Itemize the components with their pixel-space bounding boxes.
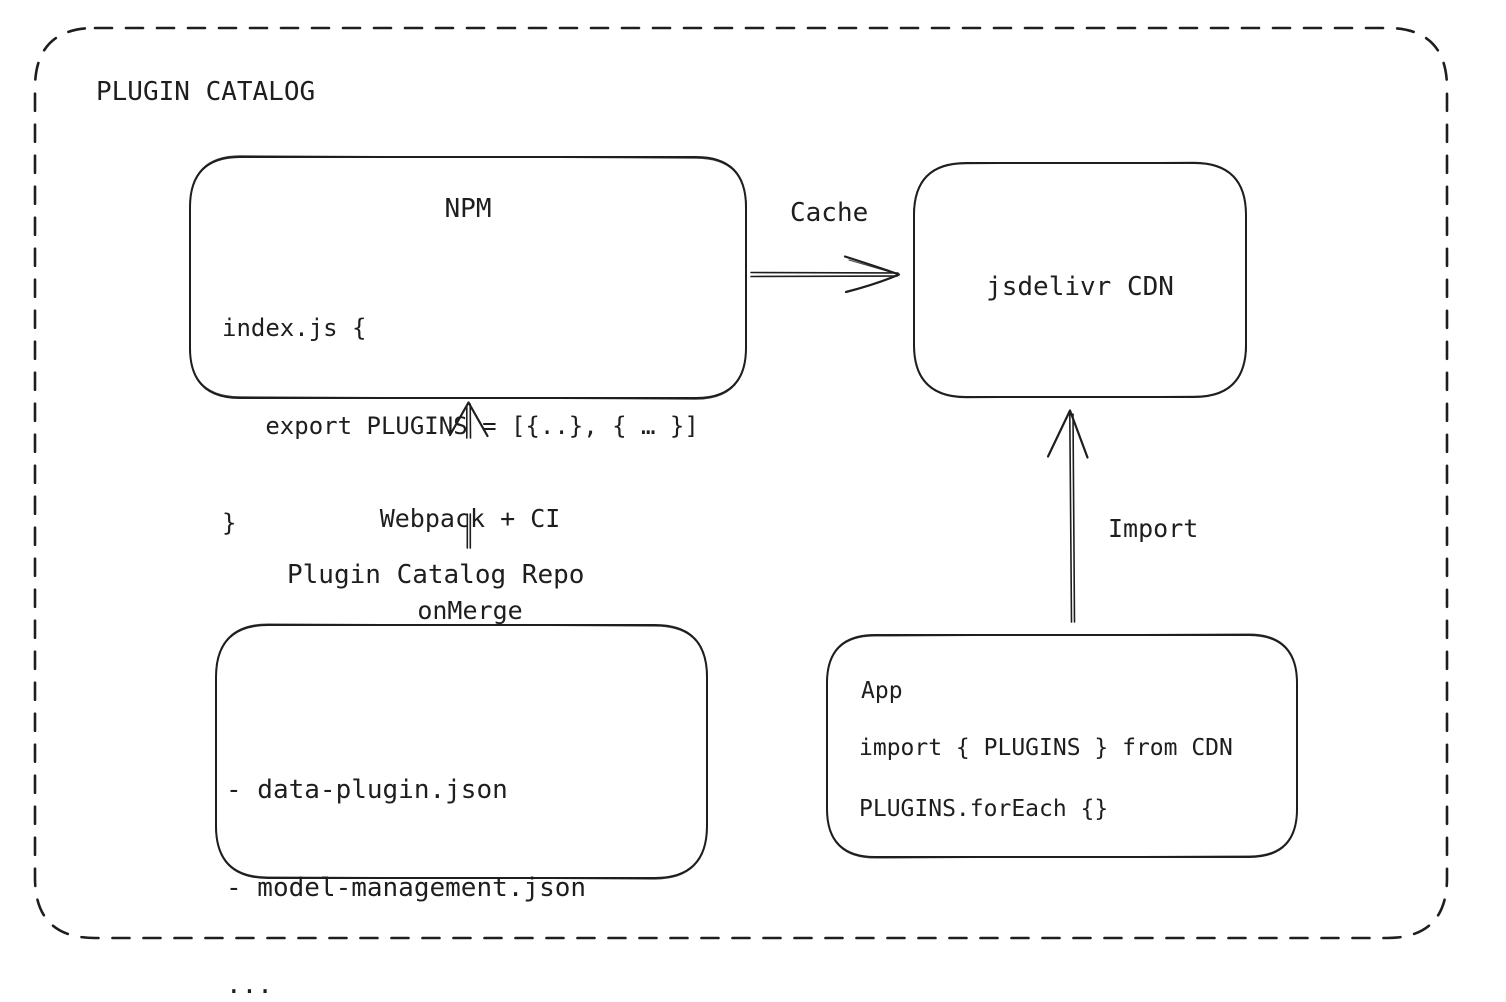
repo-box-sketch-stroke — [215, 623, 708, 880]
build-arrow — [448, 401, 489, 549]
catalog-boundary-outline — [33, 26, 1449, 940]
cache-arrow — [750, 255, 901, 294]
repo-file-item: - data-plugin.json — [226, 775, 508, 805]
npm-code-block: index.js { export PLUGINS = [{..}, { … }… — [222, 247, 699, 605]
cache-arrow-label: Cache — [790, 198, 869, 228]
app-node-title: App — [861, 678, 903, 704]
npm-code-line: } — [222, 509, 237, 537]
cdn-node-label-text: jsdelivr CDN — [986, 272, 1174, 303]
cdn-box-sketch-stroke — [913, 161, 1247, 399]
repo-file-list: - data-plugin.json - model-management.js… — [226, 709, 586, 1002]
build-arrow-label-line: onMerge — [417, 595, 523, 625]
import-arrow — [1046, 409, 1089, 623]
repo-file-item: ... — [226, 970, 273, 1000]
build-arrow-label: Webpack + CI onMerge — [320, 443, 620, 687]
diagram-title: PLUGIN CATALOG — [96, 77, 316, 107]
repo-file-item: - model-management.json — [226, 872, 587, 903]
build-arrow-label-line: Webpack + CI — [379, 504, 561, 533]
repo-node-heading: Plugin Catalog Repo — [287, 560, 585, 590]
app-code-line: import { PLUGINS } from CDN — [859, 735, 1233, 761]
npm-box-sketch-stroke — [189, 155, 747, 400]
npm-code-line: index.js { — [222, 314, 367, 342]
npm-code-line: export PLUGINS = [{..}, { … }] — [222, 411, 699, 440]
app-box-sketch-stroke — [826, 633, 1298, 859]
cdn-node-label: jsdelivr CDN — [914, 163, 1246, 397]
app-code-line: PLUGINS.forEach {} — [859, 796, 1109, 822]
npm-node-title: NPM — [444, 194, 492, 224]
import-arrow-label: Import — [1108, 514, 1199, 543]
